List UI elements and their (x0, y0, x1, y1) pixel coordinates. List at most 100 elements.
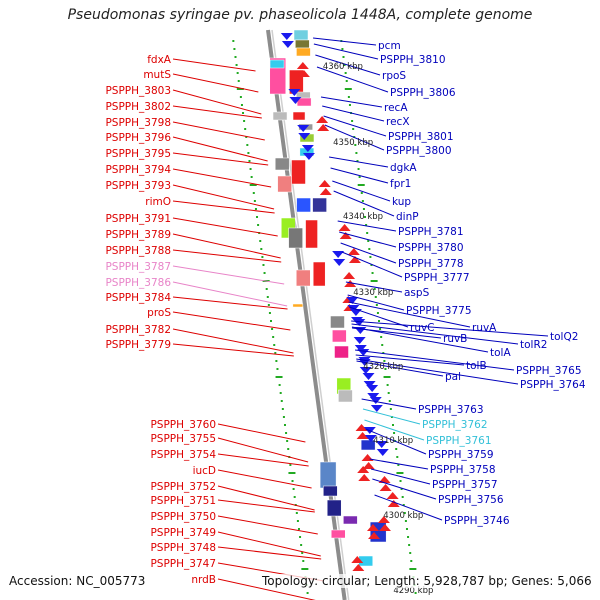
gene-label-left: nrdB (191, 574, 216, 586)
label-connector (172, 200, 275, 214)
track-tick (352, 128, 355, 130)
gene-box (323, 485, 338, 497)
label-connector (333, 190, 395, 217)
label-connector (172, 296, 288, 310)
track-tick (275, 360, 278, 362)
label-connector (323, 115, 387, 137)
gene-label-left: PSPPH_3803 (105, 85, 171, 97)
label-connector (364, 419, 425, 441)
label-connector (374, 494, 443, 521)
scale-label: 4350 kbp (333, 138, 373, 148)
gene-label-right: aspS (404, 287, 430, 299)
gene-label-left: PSPPH_3755 (150, 433, 216, 445)
reverse-strand-arrow (364, 435, 377, 442)
track-tick (282, 416, 285, 418)
gene-box (292, 111, 306, 121)
track-tick (306, 592, 309, 594)
forward-strand-arrow (357, 466, 370, 473)
track-tick (356, 160, 359, 162)
track-tick (388, 400, 391, 402)
gene-label-right: PSPPH_3757 (432, 479, 498, 491)
reverse-strand-arrow (302, 153, 315, 160)
track-tick (237, 80, 240, 82)
gene-label-right: PSPPH_3758 (430, 464, 496, 476)
track-tick (360, 192, 363, 194)
track-tick (260, 248, 263, 250)
track-tick (375, 304, 378, 306)
label-connector (217, 437, 309, 463)
track-tick (403, 512, 406, 514)
gene-label-right: ruvA (472, 322, 497, 334)
genome-title: Pseudomonas syringae pv. phaseolicola 14… (67, 7, 533, 23)
track-tick (344, 72, 347, 74)
reverse-strand-arrow (375, 441, 388, 448)
label-connector (362, 408, 421, 425)
reverse-strand-arrow (297, 125, 310, 132)
gene-box (326, 499, 342, 517)
gene-label-right: PSPPH_3801 (388, 131, 454, 143)
track-tick (256, 216, 259, 218)
label-connector (369, 458, 429, 470)
gene-box (292, 303, 304, 308)
track-tick (345, 80, 348, 82)
gene-box (338, 389, 353, 403)
track-tick (280, 400, 283, 402)
gene-label-left: PSPPH_3779 (105, 339, 171, 351)
label-connector (217, 423, 306, 443)
track-tick (246, 144, 249, 146)
track-tick (236, 88, 244, 90)
gene-label-right: pal (445, 371, 461, 383)
track-tick (380, 336, 383, 338)
gene-box (334, 345, 349, 359)
forward-strand-arrow (362, 462, 375, 469)
gene-label-right: PSPPH_3756 (438, 494, 504, 506)
label-connector (172, 281, 288, 307)
track-tick (250, 176, 253, 178)
reverse-strand-arrow (370, 405, 383, 412)
reverse-strand-arrow (366, 385, 379, 392)
gene-label-left: PSPPH_3751 (150, 495, 216, 507)
track-tick (414, 592, 417, 594)
gene-box (293, 29, 309, 41)
track-tick (302, 560, 305, 562)
label-connector (348, 301, 471, 328)
label-connector (172, 168, 272, 188)
label-connector (172, 121, 265, 141)
track-tick (287, 448, 290, 450)
gene-label-right: tolR2 (520, 339, 547, 351)
gene-label-left: PSPPH_3748 (150, 542, 216, 554)
label-connector (172, 217, 278, 237)
forward-strand-arrow (361, 454, 374, 461)
forward-strand-arrow (377, 516, 390, 523)
track-tick (232, 40, 235, 42)
gene-label-right: PSPPH_3810 (380, 54, 446, 66)
label-connector (172, 136, 268, 162)
label-connector (172, 265, 285, 285)
reverse-strand-arrow (359, 367, 372, 374)
track-tick (267, 304, 270, 306)
gene-box (296, 197, 311, 213)
gene-label-right: rpoS (382, 70, 406, 82)
gene-label-left: PSPPH_3749 (150, 527, 216, 539)
track-tick (289, 464, 292, 466)
label-connector (330, 167, 389, 184)
track-tick (362, 208, 365, 210)
label-connector (365, 428, 427, 455)
gene-label-right: recX (386, 116, 410, 128)
track-tick (344, 88, 352, 90)
gene-box (296, 47, 311, 57)
track-tick (268, 312, 271, 314)
gene-label-right: tolB (466, 360, 487, 372)
track-tick (299, 536, 302, 538)
label-connector (372, 478, 437, 500)
gene-box (360, 439, 376, 451)
track-tick (401, 496, 404, 498)
forward-strand-arrow (358, 474, 371, 481)
scale-label: 4360 kbp (323, 62, 363, 72)
label-connector (313, 37, 377, 46)
gene-label-left: PSPPH_3798 (105, 117, 171, 129)
gene-label-left: PSPPH_3791 (105, 213, 171, 225)
forward-strand-arrow (379, 484, 392, 491)
track-tick (239, 96, 242, 98)
track-tick (386, 384, 389, 386)
